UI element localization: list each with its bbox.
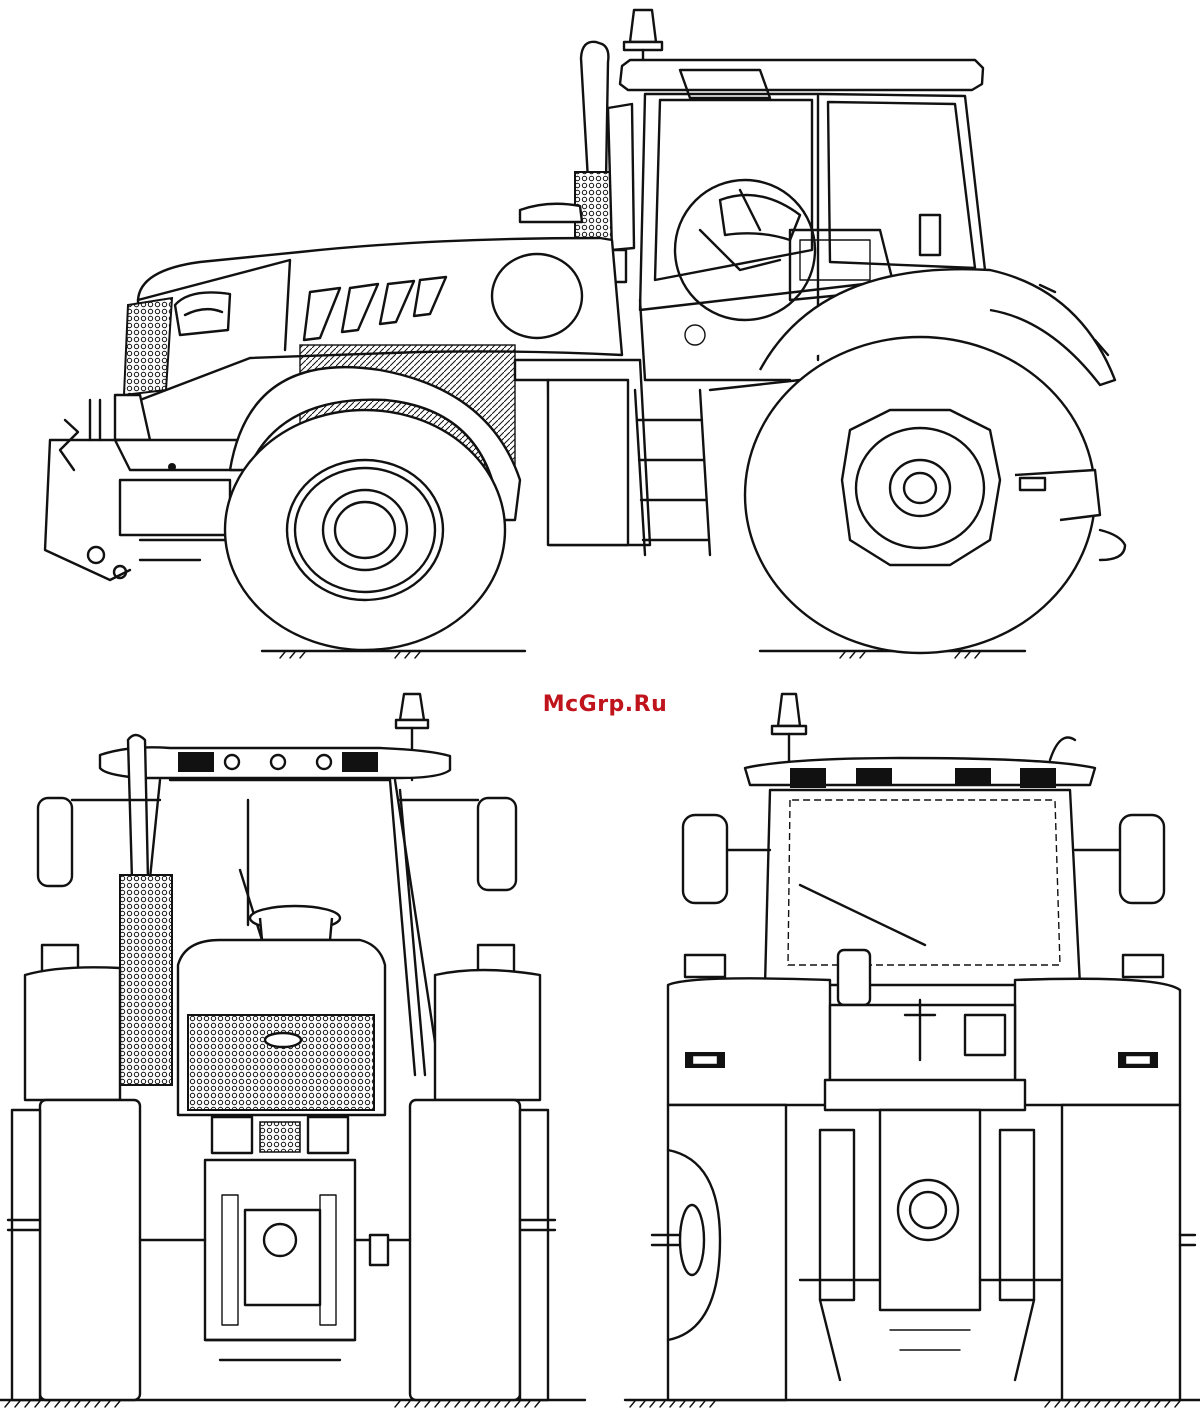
hood-front xyxy=(176,938,387,1155)
exhaust-pipe xyxy=(574,40,614,241)
cab-rear xyxy=(763,788,1082,1007)
mirror-rear-right xyxy=(1118,813,1166,905)
mirror-right xyxy=(398,796,518,892)
watermark: McGrp.Ru xyxy=(542,692,668,717)
front-grille-front xyxy=(187,1014,375,1111)
ground-line-side xyxy=(260,649,1027,659)
rear-fenders xyxy=(666,977,1182,1107)
rear-view xyxy=(623,692,1200,1408)
rear-wheel xyxy=(743,268,1127,655)
front-tire-right xyxy=(408,968,557,1402)
rear-hitch xyxy=(798,998,1062,1382)
cab-roof-rear xyxy=(743,736,1097,788)
front-hitch xyxy=(138,1158,412,1362)
front-linkage xyxy=(43,393,247,582)
exhaust-front xyxy=(119,733,173,1086)
rear-tire-left xyxy=(650,1103,788,1402)
front-view xyxy=(0,692,587,1408)
front-wheel xyxy=(223,365,522,652)
mirror-left xyxy=(36,796,162,888)
hood xyxy=(122,202,624,402)
front-grille xyxy=(122,296,174,397)
side-view xyxy=(43,8,1127,659)
cab-steps xyxy=(633,388,712,557)
fuel-tank xyxy=(490,252,584,340)
front-tire-left xyxy=(6,966,142,1402)
rear-tire-right xyxy=(1060,1103,1197,1402)
beacon-light-rear xyxy=(770,692,808,767)
mirror-rear-left xyxy=(681,813,729,905)
cab-roof-front xyxy=(98,746,452,780)
hood-vents xyxy=(302,275,448,342)
